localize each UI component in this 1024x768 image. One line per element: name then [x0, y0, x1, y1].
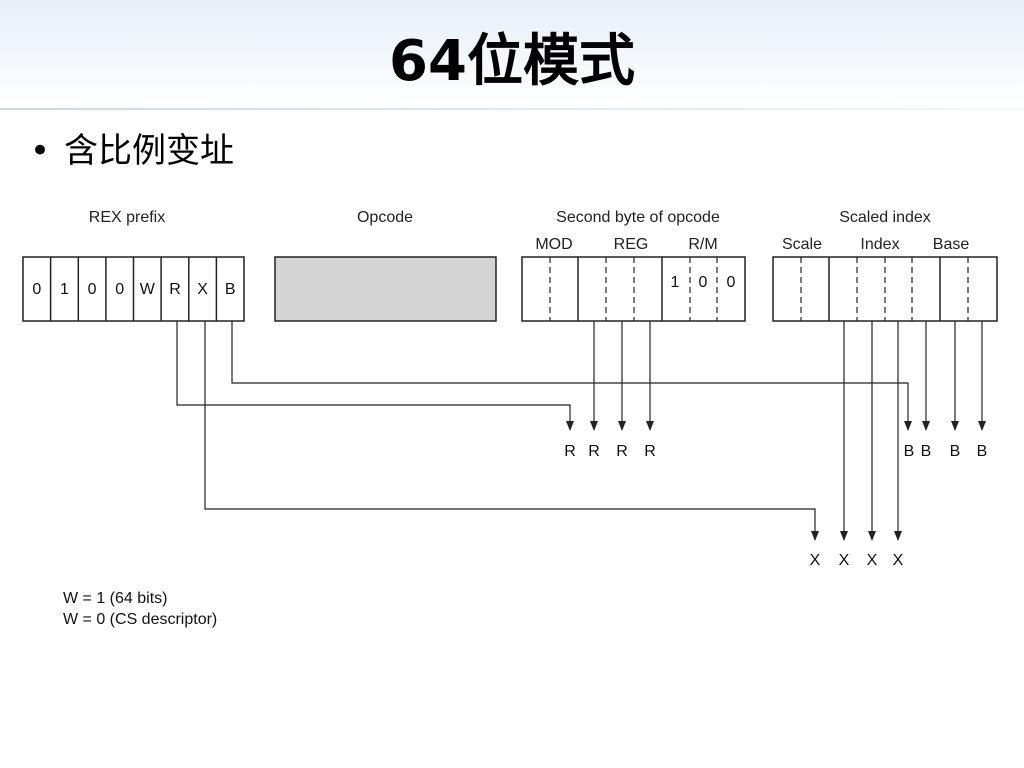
b-output: B: [977, 443, 988, 460]
b-outputs: B B B B: [904, 443, 988, 460]
base-label: Base: [933, 236, 970, 253]
reg-label: REG: [614, 236, 649, 253]
scale-label: Scale: [782, 236, 822, 253]
rm-bit-0: 1: [671, 274, 680, 291]
rex-bit-3: 0: [115, 281, 124, 298]
rex-bits: 0 1 0 0 W R X B: [32, 281, 235, 298]
note-w0: W = 0 (CS descriptor): [63, 611, 217, 628]
r-output: R: [564, 443, 576, 460]
r-output: R: [644, 443, 656, 460]
x-output: X: [810, 552, 821, 569]
rex-bit-1: 1: [60, 281, 69, 298]
connector-lines: [176, 321, 986, 541]
b-output: B: [921, 443, 932, 460]
x-outputs: X X X X: [810, 552, 904, 569]
rex-bit-2: 0: [88, 281, 97, 298]
slide-title: 64位模式: [389, 29, 635, 94]
rex-prefix-label: REX prefix: [89, 209, 165, 226]
x-output: X: [893, 552, 904, 569]
scaled-index-label: Scaled index: [839, 209, 931, 226]
rex-bit-0: 0: [32, 281, 41, 298]
rm-bit-1: 0: [699, 274, 708, 291]
b-output: B: [950, 443, 961, 460]
index-label: Index: [860, 236, 899, 253]
r-output: R: [588, 443, 600, 460]
rex-bit-w: W: [140, 281, 156, 298]
opcode-label: Opcode: [357, 209, 413, 226]
x-output: X: [867, 552, 878, 569]
rm-label: R/M: [688, 236, 717, 253]
title-band: [0, 0, 1024, 110]
b-output: B: [904, 443, 915, 460]
bullet-text: 含比例变址: [64, 131, 234, 171]
scaled-index-dashes: [800, 257, 969, 321]
mod-label: MOD: [535, 236, 572, 253]
r-output: R: [616, 443, 628, 460]
x-output: X: [839, 552, 850, 569]
title-divider: [0, 108, 1024, 110]
rex-bit-b: B: [225, 281, 236, 298]
bullet-dot-icon: •: [30, 131, 51, 171]
rm-bit-2: 0: [727, 274, 736, 291]
rex-bit-r: R: [169, 281, 181, 298]
note-w1: W = 1 (64 bits): [63, 590, 167, 607]
opcode-box: [274, 256, 497, 322]
rex-prefix-box: [22, 256, 245, 322]
second-byte-label: Second byte of opcode: [556, 209, 720, 226]
bullet-item: • 含比例变址: [30, 128, 234, 174]
rex-bit-x: X: [197, 281, 208, 298]
r-outputs: R R R R: [564, 443, 656, 460]
second-byte-dashes: [549, 257, 718, 321]
